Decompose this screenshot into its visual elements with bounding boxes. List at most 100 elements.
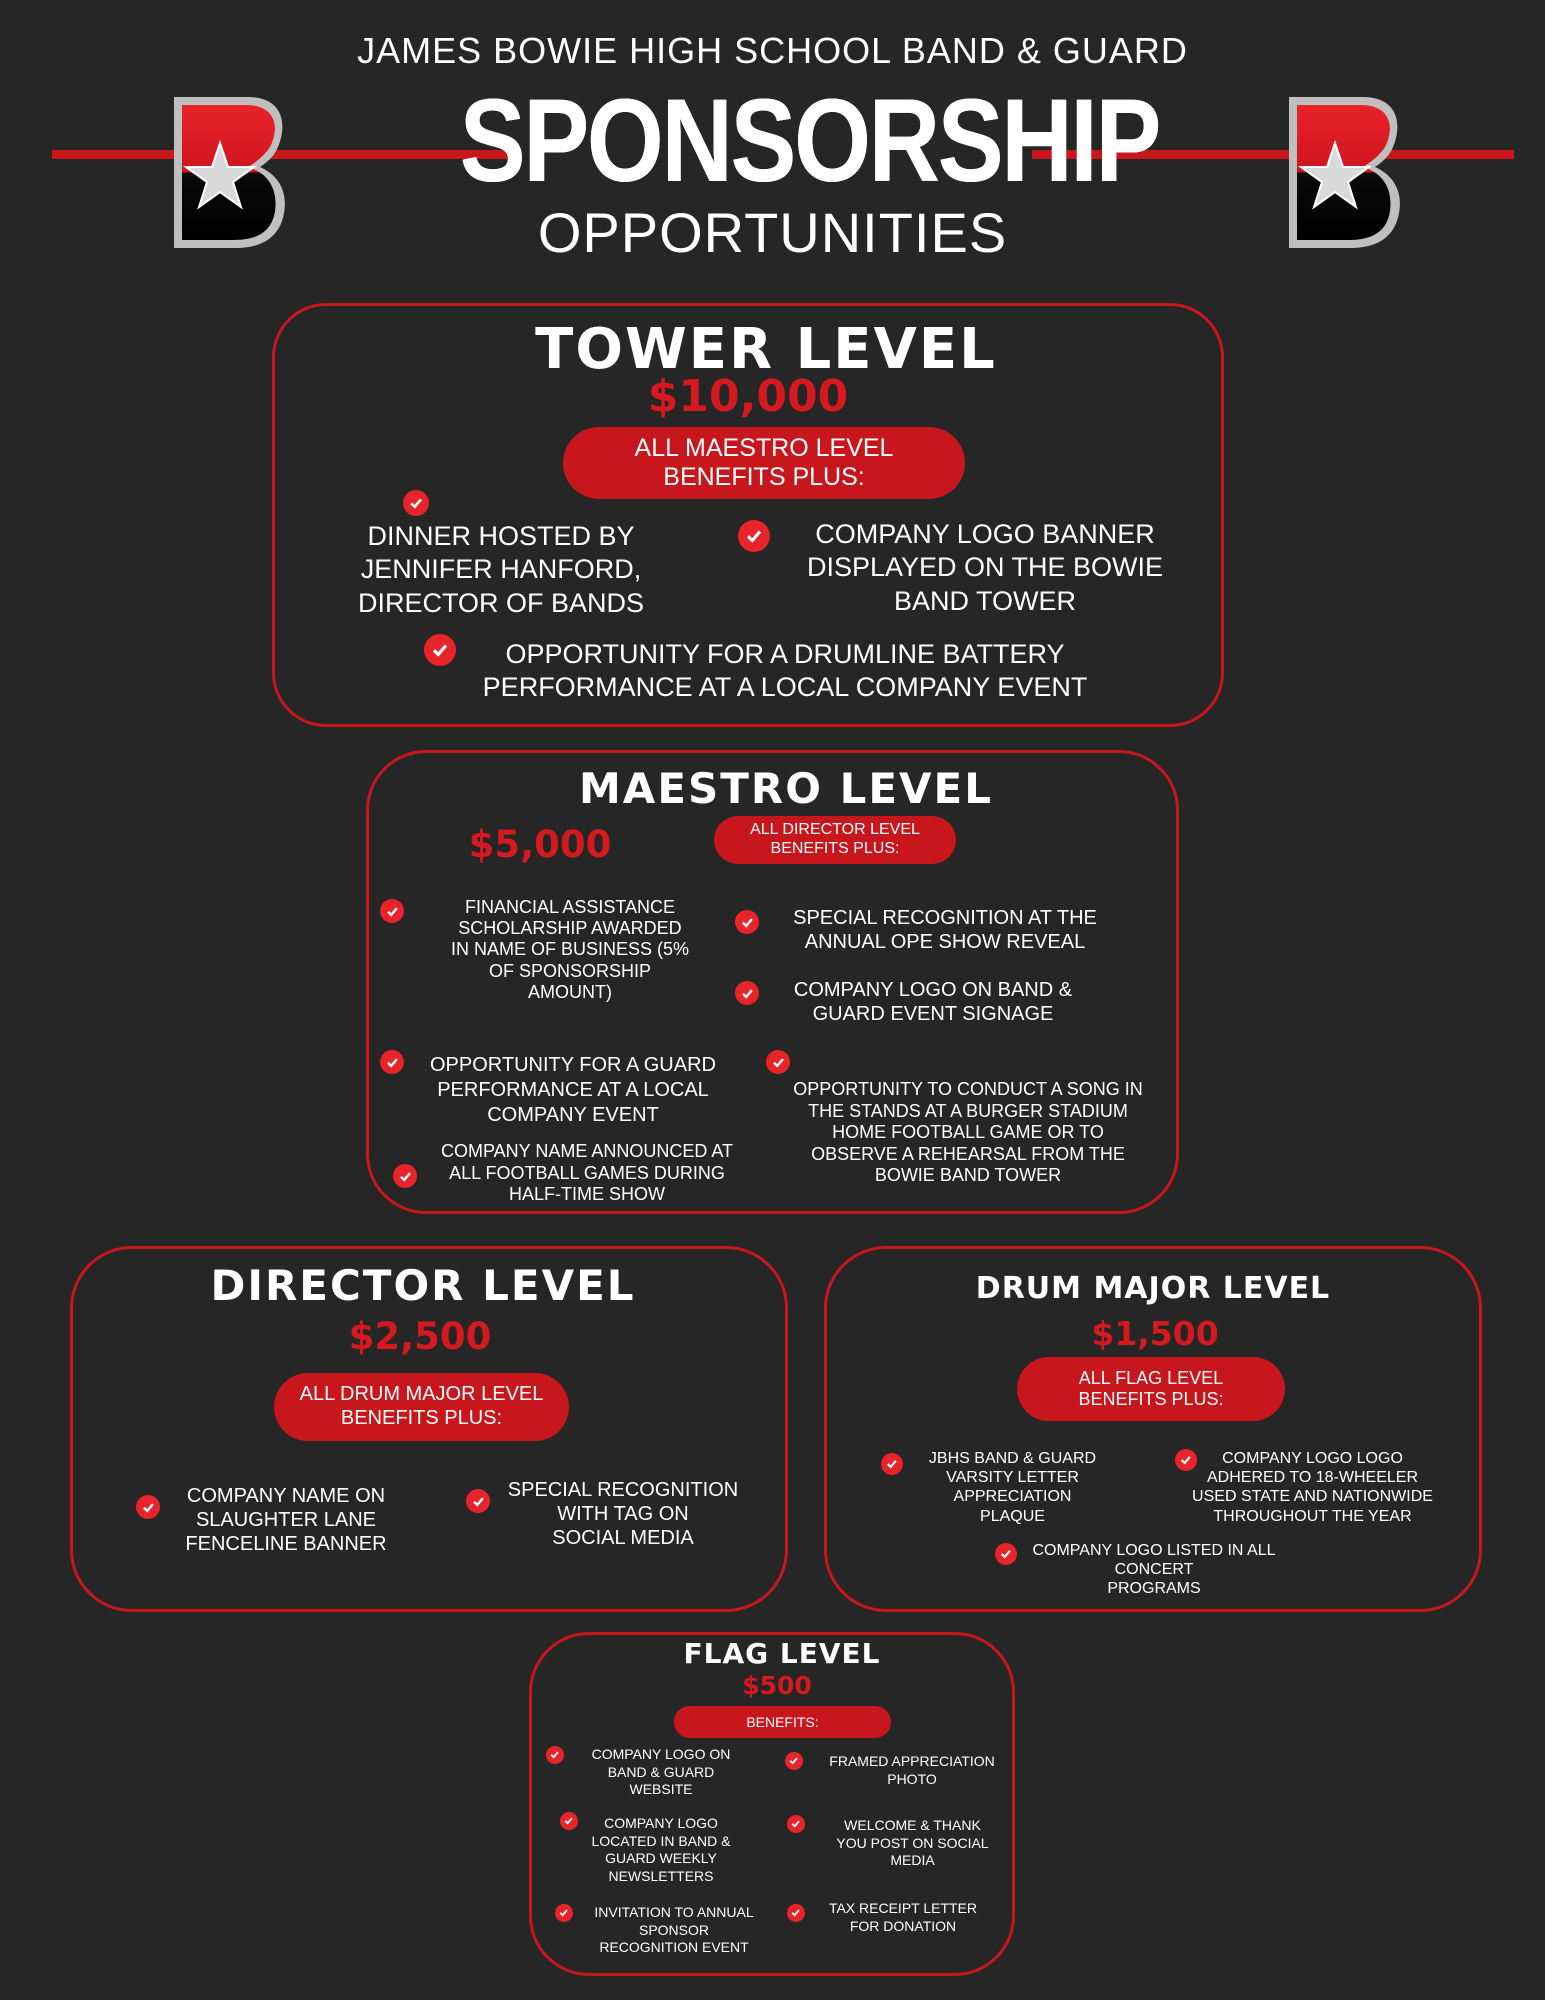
benefit-line: NEWSLETTERS [608, 1867, 714, 1884]
benefit-line: HOME FOOTBALL GAME OR TO [832, 1122, 1104, 1143]
benefit-line: FRAMED APPRECIATION [829, 1753, 995, 1769]
check-icon [546, 1746, 564, 1764]
benefit-line: PROGRAMS [1107, 1580, 1201, 1598]
maestro-level-price: $5,000 [468, 823, 612, 866]
benefit-line: SLAUGHTER LANE [195, 1509, 377, 1531]
benefit-line: CONCERT [1114, 1561, 1194, 1579]
benefit-line: COMPANY LOGO [604, 1815, 718, 1831]
check-icon [393, 1164, 417, 1188]
flag-level-price: $500 [742, 1671, 812, 1700]
drum-major-level-price: $1,500 [1091, 1314, 1219, 1353]
drum-major-level-title: DRUM MAJOR LEVEL [975, 1271, 1331, 1306]
benefit-line: JENNIFER HANFORD, [360, 554, 642, 585]
benefit-line: ANNUAL OPE SHOW REVEAL [804, 931, 1086, 954]
director-level-title: DIRECTOR LEVEL [210, 1261, 636, 1310]
benefit-line: APPRECIATION [953, 1488, 1072, 1506]
benefit-line: COMPANY LOGO ON BAND & [793, 979, 1073, 1001]
page-title: SPONSORSHIP [459, 75, 1162, 207]
benefit-line: BOWIE BAND TOWER [874, 1165, 1062, 1186]
benefit-line: LOCATED IN BAND & [591, 1832, 731, 1849]
benefit-line: THE STANDS AT A BURGER STADIUM [808, 1100, 1128, 1121]
benefit-line: MEDIA [890, 1852, 935, 1868]
benefit-line: GUARD WEEKLY [605, 1850, 717, 1866]
check-icon [735, 981, 759, 1005]
benefit-line: DINNER HOSTED BY [367, 521, 635, 551]
check-icon [466, 1489, 490, 1513]
benefit-line: VARSITY LETTER [946, 1469, 1079, 1487]
benefit-line: WELCOME & THANK [844, 1817, 981, 1833]
check-icon [995, 1543, 1017, 1565]
tower-level-card [272, 303, 1224, 727]
pill-line: BENEFITS PLUS: [340, 1407, 503, 1429]
benefit-line: FOR DONATION [849, 1917, 957, 1934]
benefit-line: THROUGHOUT THE YEAR [1213, 1507, 1412, 1525]
benefit-line: YOU POST ON SOCIAL [836, 1834, 989, 1851]
check-icon [787, 1904, 805, 1922]
benefit-line: COMPANY LOGO LISTED IN ALL [1032, 1542, 1276, 1559]
benefit-line: HALF-TIME SHOW [509, 1184, 665, 1205]
benefit-line: BAND & GUARD [607, 1763, 715, 1780]
benefit-line: PERFORMANCE AT A LOCAL [437, 1079, 709, 1102]
check-icon [738, 520, 770, 552]
check-icon [560, 1812, 578, 1830]
benefit-line: DISPLAYED ON THE BOWIE [806, 552, 1164, 583]
pill-line: ALL DRUM MAJOR LEVEL [299, 1383, 544, 1406]
benefit-line: GUARD EVENT SIGNAGE [812, 1003, 1054, 1026]
check-icon [735, 910, 759, 934]
benefit-line: DIRECTOR OF BANDS [357, 587, 645, 618]
pill-line: ALL MAESTRO LEVEL [634, 433, 894, 462]
check-icon [881, 1453, 903, 1475]
benefit-line: COMPANY LOGO ON [591, 1746, 731, 1762]
flag-level-card [529, 1632, 1015, 1976]
pill-line: BENEFITS PLUS: [663, 463, 865, 491]
benefit-line: SOCIAL MEDIA [552, 1527, 694, 1549]
check-icon [787, 1815, 805, 1833]
check-icon [1175, 1449, 1197, 1471]
flag-level-benefits-pill: BENEFITS: [674, 1706, 891, 1738]
header-line-left [52, 150, 512, 159]
check-icon [555, 1904, 573, 1922]
benefit-line: IN NAME OF BUSINESS (5% [450, 939, 690, 960]
benefit-line: COMPANY LOGO BANNER [815, 519, 1155, 549]
tower-level-price: $10,000 [647, 371, 849, 422]
pill-line: ALL FLAG LEVEL [1078, 1367, 1224, 1388]
benefit-line: ADHERED TO 18-WHEELER [1206, 1469, 1418, 1487]
benefit-line: ALL FOOTBALL GAMES DURING [449, 1162, 725, 1183]
benefit-line: OPPORTUNITY TO CONDUCT A SONG IN [793, 1079, 1143, 1099]
benefit-line: SPECIAL RECOGNITION AT THE [793, 907, 1097, 929]
pill-line: BENEFITS PLUS: [1078, 1389, 1224, 1409]
maestro-level-card [366, 750, 1179, 1214]
benefit-line: INVITATION TO ANNUAL [594, 1904, 754, 1920]
benefit-line: USED STATE AND NATIONWIDE [1192, 1488, 1433, 1506]
benefit-line: JBHS BAND & GUARD [928, 1450, 1097, 1467]
director-level-price: $2,500 [348, 1315, 492, 1358]
benefit-line: COMPANY NAME ANNOUNCED AT [440, 1141, 734, 1161]
benefit-line: WITH TAG ON [557, 1503, 689, 1525]
benefit-line: COMPANY LOGO LOGO [1222, 1450, 1403, 1467]
benefit-line: COMPANY EVENT [487, 1104, 659, 1127]
benefit-line: RECOGNITION EVENT [599, 1939, 749, 1955]
flag-level-title: FLAG LEVEL [683, 1637, 881, 1670]
benefit-line: FENCELINE BANNER [185, 1533, 387, 1555]
benefit-line: SCHOLARSHIP AWARDED [458, 918, 682, 939]
school-name: JAMES BOWIE HIGH SCHOOL BAND & GUARD [357, 30, 1188, 71]
pill-line: ALL DIRECTOR LEVEL [750, 821, 920, 839]
check-icon [785, 1752, 803, 1770]
